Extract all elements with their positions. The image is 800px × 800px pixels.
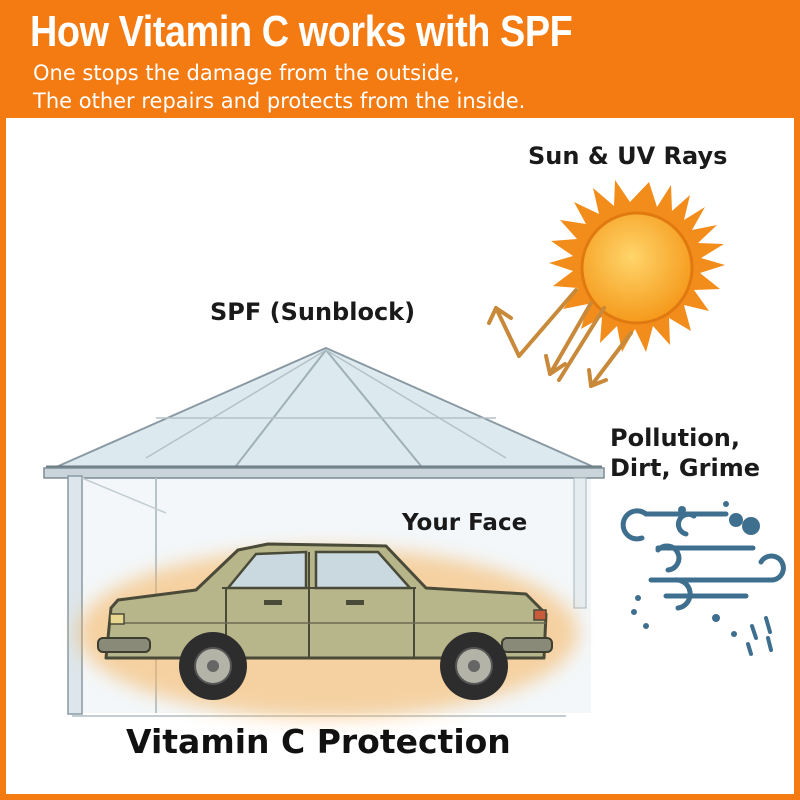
wind-pollution-icon <box>620 501 786 656</box>
subtitle-line-1: One stops the damage from the outside, <box>33 61 460 85</box>
vitamin-c-protection-label: Vitamin C Protection <box>126 722 511 761</box>
spf-label: SPF (Sunblock) <box>210 298 416 326</box>
car-icon <box>97 542 553 700</box>
uv-ray-arrows-icon <box>487 288 633 388</box>
pollution-label-line-2: Dirt, Grime <box>610 454 760 482</box>
diagram-panel: Sun & UV Rays SPF (Sunblock) Pollution, … <box>6 118 794 794</box>
subtitle-line-2: The other repairs and protects from the … <box>33 89 526 113</box>
your-face-label: Your Face <box>402 510 528 536</box>
page-title: How Vitamin C works with SPF <box>30 7 573 56</box>
sun-uv-label: Sun & UV Rays <box>528 142 728 170</box>
diagram-illustration <box>43 180 786 718</box>
sun-icon <box>549 180 725 352</box>
pollution-label-line-1: Pollution, <box>610 424 741 452</box>
